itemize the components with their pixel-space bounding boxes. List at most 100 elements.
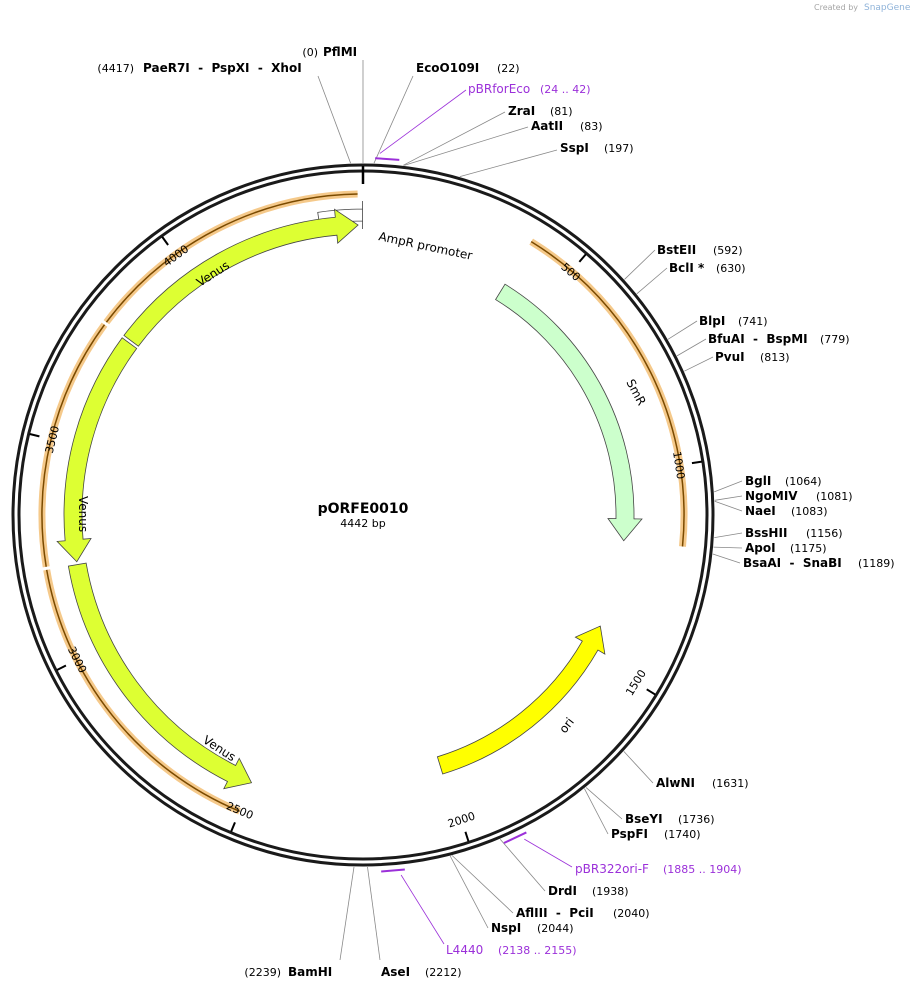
site-leader-line	[499, 838, 546, 892]
site-label[interactable]: BseYI (1736)	[625, 812, 715, 826]
site-position: (741)	[738, 315, 768, 328]
site-label[interactable]: BssHII (1156)	[745, 526, 843, 540]
site-leader-line	[713, 546, 743, 549]
tick-mark	[56, 664, 67, 671]
plasmid-size: 4442 bp	[340, 517, 385, 530]
site-position: (2044)	[537, 922, 574, 935]
site-label[interactable]: ApoI (1175)	[745, 541, 827, 555]
site-label[interactable]: BsaAI - SnaBI (1189)	[743, 556, 895, 570]
site-position: (22)	[497, 62, 520, 75]
tick-label: 2500	[224, 799, 255, 822]
orf-line	[41, 324, 106, 567]
tick-mark	[161, 236, 169, 246]
site-label[interactable]: AflIII - PciI (2040)	[516, 906, 650, 920]
tick-mark	[691, 460, 702, 465]
site-label[interactable]: BglI (1064)	[745, 474, 822, 488]
site-position: (1064)	[785, 475, 822, 488]
site-position: (4417)	[97, 62, 134, 75]
site-position: (1081)	[816, 490, 853, 503]
site-label[interactable]: BstEII (592)	[657, 243, 743, 257]
site-name: BamHI	[288, 965, 332, 979]
site-name: PaeR7I - PspXI - XhoI	[143, 61, 302, 75]
site-label[interactable]: PvuI (813)	[715, 350, 790, 364]
site-position: (2239)	[244, 966, 281, 979]
site-leader-line	[636, 267, 668, 295]
site-position: (1083)	[791, 505, 828, 518]
site-name: ApoI	[745, 541, 776, 555]
feature-arrow[interactable]	[123, 208, 359, 347]
backbone	[11, 163, 715, 867]
site-position: (779)	[820, 333, 850, 346]
site-leader-line	[404, 126, 529, 166]
site-name: AatII	[531, 119, 563, 133]
feature-label-ori: ori	[556, 715, 577, 736]
feature-arrow[interactable]	[436, 625, 606, 775]
feature-arrow[interactable]	[67, 562, 253, 790]
primer-leader-line	[524, 838, 573, 868]
site-label[interactable]: BlpI (741)	[699, 314, 768, 328]
site-label[interactable]: SspI (197)	[560, 141, 634, 155]
site-label[interactable]: BclI * (630)	[669, 261, 746, 275]
site-name: ZraI	[508, 104, 535, 118]
site-leader-line	[624, 249, 656, 280]
site-label[interactable]: NspI (2044)	[491, 921, 574, 935]
plasmid-name: pORFE0010	[318, 501, 409, 517]
feature-label-smr: SmR	[623, 377, 648, 408]
site-position: (2040)	[613, 907, 650, 920]
site-position: (83)	[580, 120, 603, 133]
site-leader-line	[451, 855, 514, 914]
site-leader-line	[676, 338, 707, 357]
site-position: (2212)	[425, 966, 462, 979]
site-name: SspI	[560, 141, 589, 155]
primer-mark[interactable]	[503, 831, 527, 844]
site-name: BsaAI - SnaBI	[743, 556, 842, 570]
tick-label: 3000	[65, 644, 89, 675]
site-label[interactable]: ZraI (81)	[508, 104, 573, 118]
site-leader-line	[623, 751, 654, 784]
feature-arrow[interactable]	[56, 337, 138, 563]
site-leader-line	[584, 788, 609, 835]
site-label[interactable]: AlwNI (1631)	[656, 776, 749, 790]
site-label[interactable]: BfuAI - BspMI (779)	[708, 332, 850, 346]
primer-range: (1885 .. 1904)	[663, 863, 742, 876]
primer-label[interactable]: pBR322ori-F (1885 .. 1904)	[575, 862, 742, 876]
primer-label[interactable]: pBRforEco (24 .. 42)	[468, 82, 591, 96]
primer-mark[interactable]	[381, 868, 405, 873]
site-position: (1736)	[678, 813, 715, 826]
tick-label: 3500	[43, 424, 62, 454]
site-name: NaeI	[745, 504, 776, 518]
site-label[interactable]: NaeI (1083)	[745, 504, 828, 518]
site-name: EcoO109I	[416, 61, 479, 75]
site-label[interactable]: DrdI (1938)	[548, 884, 629, 898]
site-name: PspFI	[611, 827, 648, 841]
site-name: BfuAI - BspMI	[708, 332, 808, 346]
tick-label: 1500	[623, 667, 649, 698]
primer-mark[interactable]	[375, 157, 400, 161]
site-position: (197)	[604, 142, 634, 155]
feature-arrow[interactable]	[495, 283, 643, 542]
site-label[interactable]: NgoMIV (1081)	[745, 489, 853, 503]
site-label[interactable]: AatII (83)	[531, 119, 603, 133]
site-label[interactable]: (4417) PaeR7I - PspXI - XhoI	[97, 61, 301, 75]
site-label[interactable]: AseI (2212)	[381, 965, 462, 979]
site-position: (1189)	[858, 557, 895, 570]
site-label[interactable]: PspFI (1740)	[611, 827, 701, 841]
site-name: BclI *	[669, 261, 705, 275]
site-label[interactable]: EcoO109I (22)	[416, 61, 520, 75]
feature-label-ampr-promoter: AmpR promoter	[377, 229, 473, 263]
site-position: (1740)	[664, 828, 701, 841]
site-leader-line	[585, 787, 623, 820]
credit: Created by SnapGene	[814, 3, 911, 13]
site-label[interactable]: (0) PflMI	[302, 45, 357, 59]
site-position: (0)	[302, 46, 318, 59]
backbone-outer-strand	[11, 163, 715, 867]
site-position: (1938)	[592, 885, 629, 898]
site-leader-line	[714, 532, 743, 538]
primer-label[interactable]: L4440 (2138 .. 2155)	[446, 943, 577, 957]
site-label[interactable]: (2239) BamHI	[244, 965, 332, 979]
primer-leader-line	[379, 89, 467, 154]
feature-layer	[56, 200, 643, 790]
site-name: AlwNI	[656, 776, 695, 790]
credit-brand: SnapGene	[864, 3, 911, 13]
site-name: NspI	[491, 921, 521, 935]
